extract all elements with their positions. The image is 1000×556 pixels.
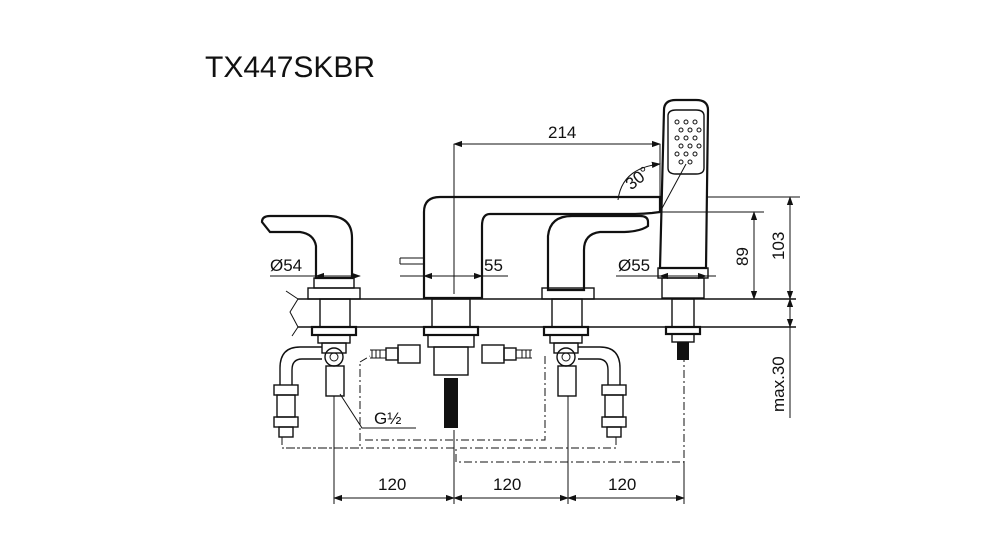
dim-heights: 89 103 max.30	[660, 196, 800, 418]
dim-label-right-55: Ø55	[618, 256, 650, 275]
dim-left-dia: Ø54	[270, 256, 361, 280]
dim-spout-base: 55	[400, 256, 508, 280]
spray-nozzles	[674, 119, 702, 165]
right-handle-valve	[541, 214, 650, 438]
spout	[370, 195, 662, 428]
hand-shower	[657, 98, 710, 360]
model-title: TX447SKBR	[205, 51, 375, 84]
dim-label-120-b: 120	[493, 475, 521, 494]
left-handle-valve	[260, 214, 361, 438]
dim-label-angle: 30°	[622, 163, 654, 194]
dim-label-89: 89	[733, 247, 752, 266]
dim-label-214: 214	[548, 123, 576, 142]
dim-label-120-a: 120	[378, 475, 406, 494]
dim-handset-angle: 30°	[617, 161, 687, 213]
deck-surface	[285, 290, 796, 337]
dim-spacing: 120 120 120	[333, 396, 685, 504]
dim-label-max30: max.30	[769, 356, 788, 412]
dim-label-120-c: 120	[608, 475, 636, 494]
dim-label-thread: G½	[374, 409, 401, 428]
dim-right-dia: Ø55	[616, 256, 716, 280]
hidden-hoses	[281, 355, 685, 463]
dim-label-54: Ø54	[270, 256, 302, 275]
dim-label-103: 103	[769, 232, 788, 260]
dim-thread: G½	[339, 393, 416, 429]
dim-label-55: 55	[484, 256, 503, 275]
